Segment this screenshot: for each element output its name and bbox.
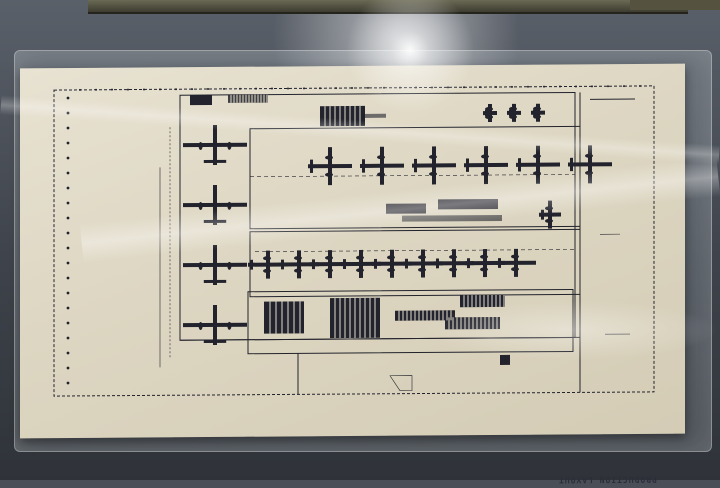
aircraft-middle-row bbox=[248, 249, 536, 279]
column-marker bbox=[95, 89, 97, 91]
column-marker bbox=[67, 97, 70, 100]
aircraft-silhouette bbox=[464, 146, 508, 184]
column-marker bbox=[67, 322, 70, 325]
aircraft-silhouette bbox=[183, 125, 247, 165]
column-marker bbox=[67, 367, 70, 370]
column-marker bbox=[335, 87, 337, 89]
column-marker bbox=[67, 382, 70, 385]
column-marker bbox=[367, 87, 369, 89]
aircraft-silhouette bbox=[183, 305, 247, 345]
column-marker bbox=[639, 85, 641, 87]
column-marker bbox=[559, 86, 561, 88]
column-marker bbox=[271, 88, 273, 90]
column-marker bbox=[575, 85, 577, 87]
column-marker bbox=[447, 86, 449, 88]
column-marker bbox=[191, 88, 193, 90]
column-marker bbox=[495, 86, 497, 88]
aircraft-silhouette bbox=[308, 147, 352, 185]
aircraft-silhouette bbox=[483, 104, 497, 122]
column-marker bbox=[67, 172, 70, 175]
aircraft-silhouette bbox=[412, 146, 456, 184]
column-marker bbox=[399, 87, 401, 89]
column-marker bbox=[67, 352, 70, 355]
aircraft-silhouette bbox=[183, 245, 247, 285]
column-marker bbox=[351, 87, 353, 89]
aircraft-silhouette bbox=[516, 146, 560, 184]
blueprint-paper: PRODUCTION LAYOUT bbox=[20, 64, 685, 439]
column-marker bbox=[111, 89, 113, 91]
column-marker bbox=[543, 86, 545, 88]
column-marker bbox=[591, 85, 593, 87]
column-marker bbox=[67, 247, 70, 250]
column-marker bbox=[159, 88, 161, 90]
column-marker bbox=[479, 86, 481, 88]
column-marker bbox=[67, 262, 70, 265]
column-marker bbox=[623, 85, 625, 87]
column-marker bbox=[67, 187, 70, 190]
column-marker bbox=[127, 89, 129, 91]
column-marker bbox=[223, 88, 225, 90]
column-marker bbox=[607, 85, 609, 87]
aircraft-silhouette bbox=[507, 104, 521, 122]
column-marker bbox=[67, 217, 70, 220]
column-marker bbox=[67, 337, 70, 340]
column-marker bbox=[319, 87, 321, 89]
frame-edge-top bbox=[88, 0, 688, 14]
column-marker bbox=[255, 88, 257, 90]
column-marker bbox=[383, 87, 385, 89]
column-marker bbox=[415, 87, 417, 89]
building-outline bbox=[54, 86, 654, 396]
aircraft-left-column bbox=[183, 125, 247, 345]
column-marker bbox=[527, 86, 529, 88]
column-marker bbox=[175, 88, 177, 90]
column-marker bbox=[303, 87, 305, 89]
frame-edge-right bbox=[630, 0, 720, 10]
column-marker bbox=[431, 86, 433, 88]
column-marker bbox=[143, 88, 145, 90]
aircraft-silhouette bbox=[183, 185, 247, 225]
column-marker bbox=[67, 112, 70, 115]
column-marker bbox=[511, 86, 513, 88]
floor-plan-drawing bbox=[20, 64, 685, 439]
column-marker bbox=[207, 88, 209, 90]
column-marker bbox=[67, 142, 70, 145]
column-marker bbox=[79, 89, 81, 91]
aircraft-silhouette bbox=[539, 201, 561, 229]
column-marker bbox=[67, 202, 70, 205]
column-marker bbox=[239, 88, 241, 90]
column-marker bbox=[67, 307, 70, 310]
column-marker bbox=[67, 157, 70, 160]
column-marker bbox=[67, 277, 70, 280]
column-marker bbox=[67, 232, 70, 235]
aircraft-silhouette bbox=[360, 147, 404, 185]
column-marker bbox=[463, 86, 465, 88]
column-marker bbox=[287, 87, 289, 89]
aircraft-top-row bbox=[308, 145, 612, 185]
column-marker bbox=[67, 292, 70, 295]
aircraft-silhouette bbox=[531, 104, 545, 122]
column-marker bbox=[67, 127, 70, 130]
aircraft-silhouette bbox=[496, 249, 536, 277]
